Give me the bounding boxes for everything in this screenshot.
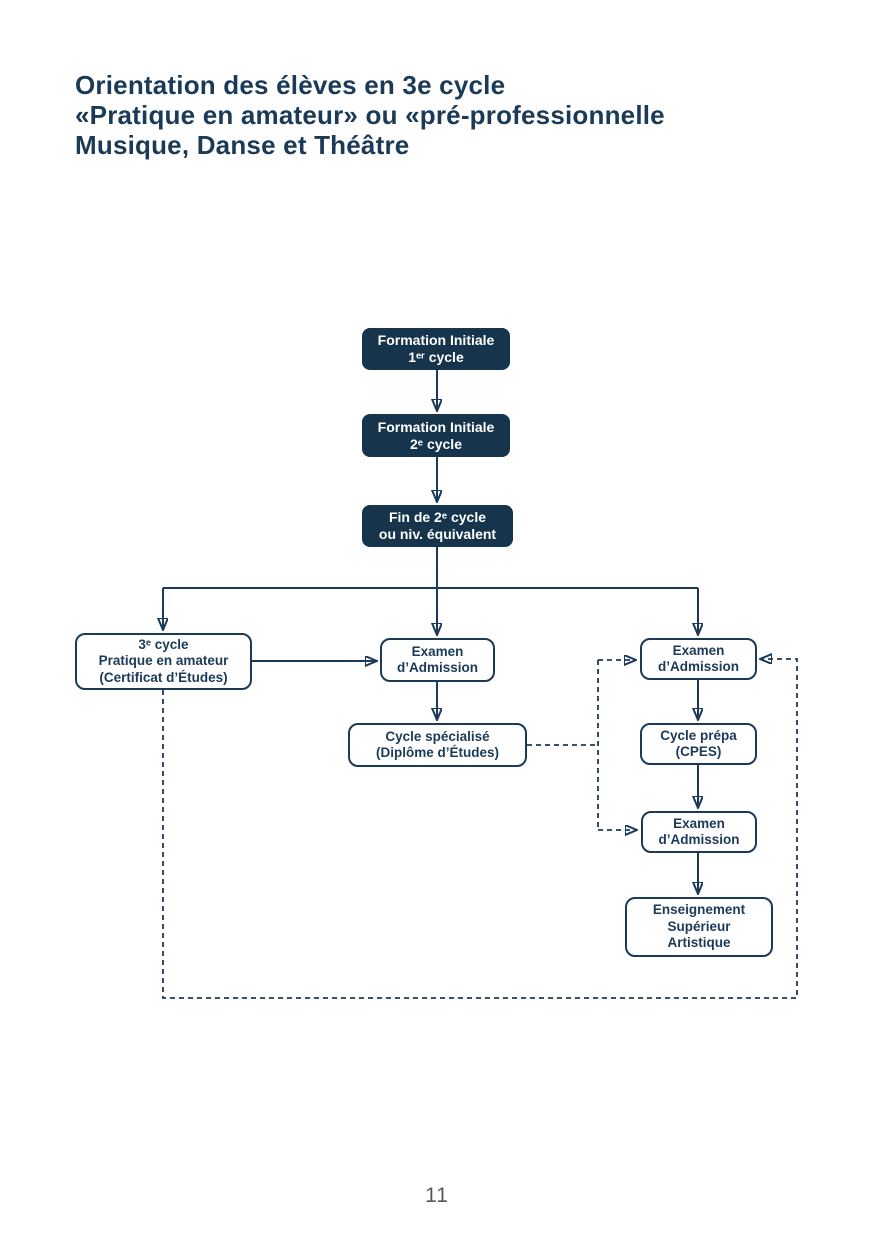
node-cycle-prepa-cpes: Cycle prépa (CPES) xyxy=(640,723,757,765)
node-formation-initiale-2e-cycle: Formation Initiale 2ᵉ cycle xyxy=(362,414,510,457)
node-examen-admission-droite-haut: Examen d’Admission xyxy=(640,638,757,680)
node-cycle-specialise: Cycle spécialisé (Diplôme d’Études) xyxy=(348,723,527,767)
node-formation-initiale-1er-cycle: Formation Initiale 1ᵉʳ cycle xyxy=(362,328,510,370)
node-fin-2e-cycle: Fin de 2ᵉ cycle ou niv. équivalent xyxy=(362,505,513,547)
page-title-line-1: Orientation des élèves en 3e cycle xyxy=(75,70,506,100)
page-title-line-3: Musique, Danse et Théâtre xyxy=(75,130,410,160)
node-3e-cycle-pratique-amateur: 3ᵉ cycle Pratique en amateur (Certificat… xyxy=(75,633,252,690)
page-title-line-2: «Pratique en amateur» ou «pré-profession… xyxy=(75,100,665,130)
page-title: Orientation des élèves en 3e cycle «Prat… xyxy=(75,70,815,160)
node-enseignement-superieur-artistique: Enseignement Supérieur Artistique xyxy=(625,897,773,957)
page-number: 11 xyxy=(425,1184,449,1207)
node-examen-admission-droite-bas: Examen d’Admission xyxy=(641,811,757,853)
node-examen-admission-centre: Examen d’Admission xyxy=(380,638,495,682)
